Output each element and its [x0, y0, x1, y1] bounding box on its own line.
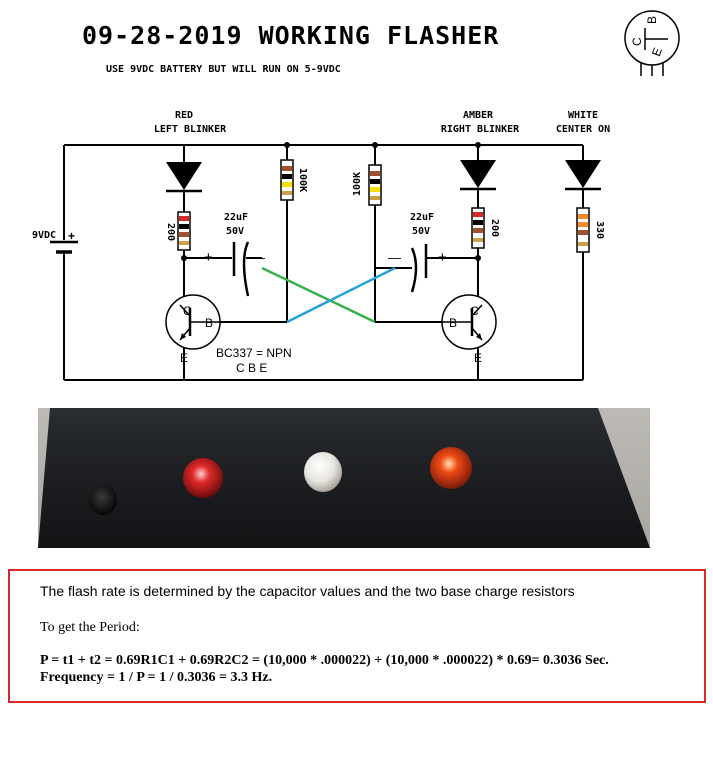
pinout-e-label: E	[649, 46, 665, 58]
resistor-left-base	[280, 159, 294, 201]
resistor-white	[576, 207, 590, 253]
capacitor-right-plus: +	[438, 249, 447, 266]
capacitor-left-value: 22uF	[224, 212, 248, 223]
resistor-left-base-value: 100K	[297, 168, 308, 192]
period-heading: To get the Period:	[40, 620, 140, 635]
transistor-right-b: B	[449, 316, 457, 330]
led-white-sublabel: CENTER ON	[556, 124, 610, 135]
capacitor-right-value: 22uF	[410, 212, 434, 223]
cross-wire-green	[261, 266, 376, 324]
transistor-left-symbol: C B E	[165, 294, 221, 365]
circuit-photo	[38, 408, 650, 548]
transistor-right-c: C	[470, 304, 479, 318]
schematic: 09-28-2019 WORKING FLASHER USE 9VDC BATT…	[32, 10, 680, 381]
transistor-right-e: E	[474, 351, 482, 365]
capacitor-right-symbol	[410, 244, 428, 293]
led-off-black	[89, 485, 117, 515]
circuit-wires	[63, 144, 584, 381]
resistor-right-led	[471, 207, 485, 249]
led-red-photo	[183, 458, 223, 498]
resistor-right-base-value: 100K	[352, 172, 363, 196]
flash-rate-note: The flash rate is determined by the capa…	[40, 583, 575, 599]
resistor-right-led-value: 200	[489, 219, 500, 237]
resistor-left-led-value: 200	[165, 223, 176, 241]
capacitor-right-minus: —	[388, 250, 401, 265]
transistor-pinout-icon: C B E	[624, 10, 680, 76]
led-white-label: WHITE	[568, 110, 598, 121]
led-amber-photo	[430, 447, 472, 489]
period-formula: P = t1 + t2 = 0.69R1C1 + 0.69R2C2 = (10,…	[40, 653, 609, 668]
page-title: 09-28-2019 WORKING FLASHER	[82, 21, 499, 50]
transistor-left-c: C	[183, 304, 192, 318]
capacitor-right-voltage: 50V	[412, 226, 430, 237]
led-red-sublabel: LEFT BLINKER	[154, 124, 227, 135]
transistor-note: BC337 = NPN	[216, 346, 292, 360]
pinout-b-label: B	[645, 16, 659, 24]
capacitor-left-voltage: 50V	[226, 226, 244, 237]
svg-text:+: +	[68, 229, 75, 243]
junction-dots	[181, 142, 481, 261]
formula-box: The flash rate is determined by the capa…	[8, 569, 706, 703]
capacitor-left-plus: +	[204, 249, 213, 266]
led-red-label: RED	[175, 110, 193, 121]
capacitor-left-symbol	[232, 241, 250, 297]
resistor-white-value: 330	[594, 221, 605, 239]
capacitor-left-minus: —	[252, 250, 265, 265]
transistor-left-b: B	[205, 316, 213, 330]
led-amber-sublabel: RIGHT BLINKER	[441, 124, 520, 135]
led-amber-symbol	[460, 160, 496, 191]
led-amber-label: AMBER	[463, 110, 494, 121]
transistor-right-symbol: B C E	[441, 294, 497, 365]
frequency-formula: Frequency = 1 / P = 1 / 0.3036 = 3.3 Hz.	[40, 670, 273, 685]
resistor-left-led	[177, 211, 191, 251]
transistor-pin-order: C B E	[236, 361, 267, 375]
battery-symbol: +	[50, 229, 78, 262]
cross-wire-blue	[286, 266, 396, 324]
transistor-left-e: E	[180, 351, 188, 365]
page-subtitle: USE 9VDC BATTERY BUT WILL RUN ON 5-9VDC	[106, 64, 341, 75]
led-red-symbol	[166, 162, 202, 193]
resistor-right-base	[368, 164, 382, 206]
pinout-c-label: C	[630, 37, 644, 46]
led-white-photo	[304, 452, 342, 492]
battery-label: 9VDC	[32, 230, 56, 241]
led-white-symbol	[565, 160, 601, 191]
